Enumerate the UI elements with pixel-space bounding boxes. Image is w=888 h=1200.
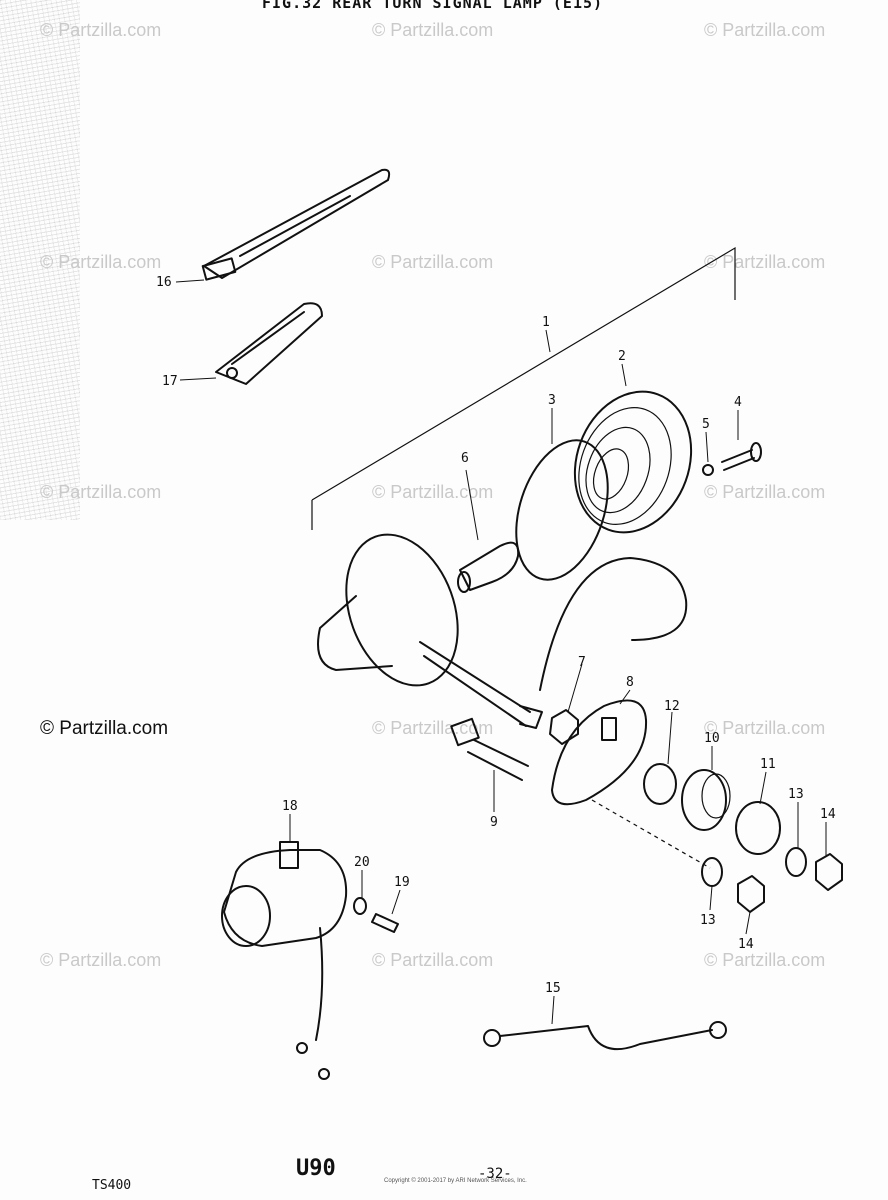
watermark: © Partzilla.com [704, 252, 826, 272]
part-label-4[interactable]: 4 [734, 395, 742, 410]
watermark: © Partzilla.com [40, 718, 169, 739]
callout-lines [175, 279, 827, 1025]
watermark: © Partzilla.com [40, 252, 162, 272]
part-3-gasket-drawing[interactable] [500, 429, 624, 592]
part-7-nut-drawing[interactable] [549, 709, 579, 745]
part-label-12[interactable]: 12 [664, 699, 680, 714]
part-5-washer-drawing[interactable] [702, 464, 714, 476]
model-code: TS400 [92, 1178, 132, 1193]
part-label-3[interactable]: 3 [548, 393, 556, 408]
part-label-17[interactable]: 18 [282, 799, 298, 814]
part-2-lens-drawing[interactable] [556, 375, 710, 549]
lamp-housing-drawing[interactable] [317, 519, 543, 729]
part-11-cap-drawing[interactable] [735, 801, 781, 855]
part-label-5[interactable]: 5 [702, 417, 710, 432]
part-13-washer-drawing[interactable] [785, 847, 807, 877]
part-14-nut-drawing[interactable] [815, 853, 843, 891]
watermark: © Partzilla.com [372, 482, 494, 502]
part-19-washer-drawing[interactable] [353, 897, 367, 915]
watermark: © Partzilla.com [372, 950, 494, 970]
housing-wire-drawing [539, 557, 688, 691]
part-15-strap-drawing[interactable] [201, 168, 391, 281]
part-13-washer-drawing[interactable] [701, 857, 723, 887]
part-label-13[interactable]: 13 [788, 787, 804, 802]
assembly-bracket-line [311, 246, 736, 530]
part-6-bulb-drawing[interactable] [457, 541, 520, 593]
page-number: -32- [478, 1166, 512, 1182]
watermark: © Partzilla.com [704, 718, 826, 738]
watermark: © Partzilla.com [704, 482, 826, 502]
watermark: © Partzilla.com [704, 20, 826, 40]
part-label-15[interactable]: 16 [156, 275, 172, 290]
part-label-2[interactable]: 2 [618, 349, 626, 364]
part-18-screw-drawing[interactable] [371, 913, 399, 933]
watermark: © Partzilla.com [372, 252, 494, 272]
part-label-13[interactable]: 13 [700, 913, 716, 928]
part-16-bracket-drawing[interactable] [215, 302, 323, 385]
part-label-10[interactable]: 10 [704, 731, 720, 746]
part-label-6[interactable]: 6 [461, 451, 469, 466]
part-20-wire-drawing[interactable] [483, 1021, 727, 1051]
part-14-nut-drawing[interactable] [737, 875, 765, 913]
part-label-8[interactable]: 8 [626, 675, 634, 690]
part-label-14[interactable]: 14 [820, 807, 836, 822]
part-8-plate-drawing[interactable] [551, 699, 648, 806]
alignment-dashed-line [591, 799, 711, 869]
part-label-16[interactable]: 17 [162, 374, 178, 389]
part-label-19[interactable]: 20 [354, 855, 370, 870]
part-label-9[interactable]: 9 [490, 815, 498, 830]
part-10-grommet-drawing[interactable] [681, 769, 731, 831]
part-9-bolt-drawing[interactable] [450, 717, 529, 781]
part-4-screw-drawing[interactable] [721, 442, 762, 471]
watermark: © Partzilla.com [372, 20, 494, 40]
part-label-18[interactable]: 19 [394, 875, 410, 890]
part-label-11[interactable]: 11 [760, 757, 776, 772]
part-label-14[interactable]: 14 [738, 937, 754, 952]
watermark: © Partzilla.com [704, 950, 826, 970]
part-12-washer-drawing[interactable] [643, 763, 677, 805]
part-label-1[interactable]: 1 [542, 315, 550, 330]
part-label-20[interactable]: 15 [545, 981, 561, 996]
part-label-7[interactable]: 7 [578, 655, 586, 670]
scan-noise [0, 0, 80, 520]
copyright-text: Copyright © 2001-2017 by ARI Network Ser… [384, 1178, 527, 1184]
page-code: U90 [296, 1156, 336, 1181]
watermark: © Partzilla.com [40, 20, 162, 40]
watermark: © Partzilla.com [40, 950, 162, 970]
watermark: © Partzilla.com [40, 482, 162, 502]
figure-title: FIG.32 REAR TURN SIGNAL LAMP (E15) [262, 0, 604, 12]
part-17-relay-drawing[interactable] [221, 841, 348, 1080]
